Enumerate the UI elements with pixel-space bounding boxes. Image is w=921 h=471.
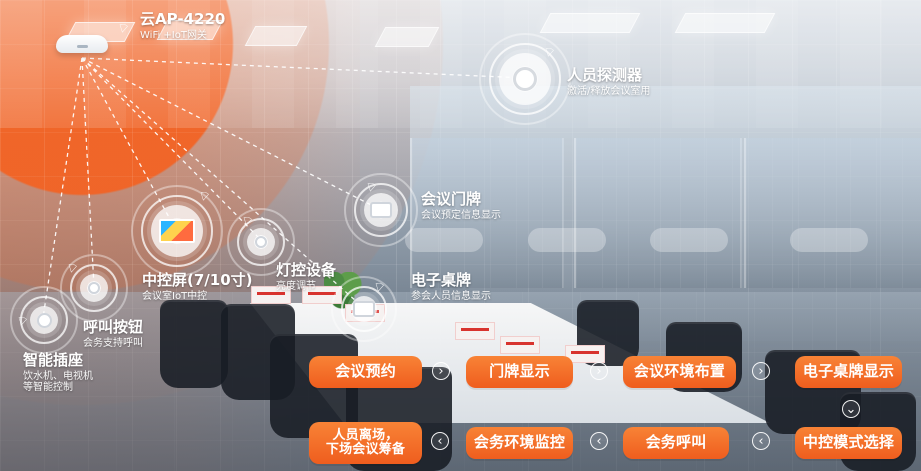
- wifi-icon: ⌔: [238, 212, 256, 232]
- wifi-icon: ⌔: [114, 19, 132, 39]
- call-button-title: 呼叫按钮: [83, 318, 144, 336]
- desk-nameplate-label: 电子桌牌 参会人员信息显示: [411, 272, 491, 302]
- desk-nameplate-title: 电子桌牌: [411, 271, 472, 289]
- ap-body: [56, 35, 108, 53]
- ap-title: 云AP-4220: [140, 10, 226, 28]
- light-control-label: 灯控设备 亮度调节: [276, 262, 336, 292]
- wifi-icon: ⌔: [370, 278, 388, 298]
- light-control-icon: [255, 236, 267, 248]
- control-screen-device: [131, 185, 223, 277]
- smart-socket-label: 智能插座 饮水机、电视机 等智能控制: [23, 352, 93, 394]
- glass-logo: [528, 228, 606, 252]
- control-screen-icon: [159, 219, 195, 243]
- occupancy-sensor-subtitle: 激活/释放会议室用: [567, 85, 651, 97]
- call-button-icon: [88, 282, 100, 294]
- call-button-device: [60, 254, 128, 322]
- occupancy-sensor-icon: [513, 67, 537, 91]
- doorplate-device: [344, 173, 418, 247]
- desk-nameplate-subtitle: 参会人员信息显示: [411, 290, 491, 302]
- occupancy-sensor-label: 人员探测器 激活/释放会议室用: [567, 67, 650, 97]
- ap-subtitle: WiFi +IoT网关: [140, 29, 207, 41]
- arrow-down-icon: ⌄: [842, 400, 860, 418]
- glass-panel: [574, 138, 742, 288]
- ceiling-light: [374, 27, 440, 47]
- process-step-support-call: 会务呼叫: [623, 427, 729, 459]
- doorplate-icon: [370, 202, 392, 218]
- process-step-attendee-exit: 人员离场， 下场会议筹备: [309, 422, 422, 464]
- process-step-environment-monitoring: 会务环境监控: [466, 427, 573, 459]
- arrow-right-icon: ›: [590, 362, 608, 380]
- doorplate-title: 会议门牌: [421, 190, 482, 208]
- light-control-device: [227, 208, 295, 276]
- light-control-title: 灯控设备: [276, 261, 337, 279]
- ceiling-light: [674, 13, 776, 33]
- glass-logo: [405, 228, 483, 252]
- arrow-left-icon: ‹: [431, 432, 449, 450]
- smart-socket-title: 智能插座: [23, 351, 84, 369]
- process-step-desk-nameplate-display: 电子桌牌显示: [795, 356, 902, 388]
- ceiling-light: [539, 13, 641, 33]
- desk-nameplate: [565, 345, 605, 363]
- arrow-left-icon: ‹: [590, 432, 608, 450]
- chair: [160, 300, 228, 388]
- desk-nameplate-device: [331, 276, 397, 342]
- ceiling-light: [244, 26, 308, 46]
- occupancy-sensor-title: 人员探测器: [567, 66, 643, 84]
- arrow-right-icon: ›: [752, 362, 770, 380]
- smart-socket-subtitle: 饮水机、电视机 等智能控制: [23, 370, 93, 394]
- wifi-icon: ⌔: [540, 43, 558, 63]
- desk-nameplate: [500, 336, 540, 354]
- smart-socket-icon: [36, 312, 52, 328]
- wifi-icon: ⌔: [63, 259, 81, 279]
- process-step-reservation: 会议预约: [309, 356, 422, 388]
- wifi-icon: ⌔: [195, 187, 213, 207]
- control-screen-subtitle: 会议室IoT中控: [142, 290, 208, 302]
- arrow-left-icon: ‹: [752, 432, 770, 450]
- wifi-icon: ⌔: [13, 312, 31, 332]
- smart-socket-device: [10, 286, 78, 354]
- arrow-right-icon: ›: [432, 362, 450, 380]
- call-button-subtitle: 会务支持呼叫: [83, 337, 143, 349]
- glass-logo: [790, 228, 868, 252]
- control-screen-label: 中控屏(7/10寸) 会议室IoT中控: [142, 272, 253, 302]
- desk-nameplate-icon: [353, 301, 375, 317]
- process-step-mode-selection: 中控模式选择: [795, 427, 902, 459]
- ap-led: [77, 45, 88, 48]
- doorplate-label: 会议门牌 会议预定信息显示: [421, 191, 501, 221]
- call-button-label: 呼叫按钮 会务支持呼叫: [83, 319, 143, 349]
- control-screen-title: 中控屏(7/10寸): [142, 271, 253, 289]
- doorplate-subtitle: 会议预定信息显示: [421, 209, 501, 221]
- wireless-ap-icon: [56, 31, 108, 59]
- process-step-doorplate-display: 门牌显示: [466, 356, 573, 388]
- ap-label: 云AP-4220 WiFi +IoT网关: [140, 11, 225, 41]
- wifi-icon: ⌔: [362, 178, 380, 198]
- glass-logo: [650, 228, 728, 252]
- light-control-subtitle: 亮度调节: [276, 280, 316, 292]
- glass-panel: [744, 138, 921, 288]
- desk-nameplate: [455, 322, 495, 340]
- occupancy-sensor-device: [479, 33, 571, 125]
- process-step-environment-setup: 会议环境布置: [623, 356, 736, 388]
